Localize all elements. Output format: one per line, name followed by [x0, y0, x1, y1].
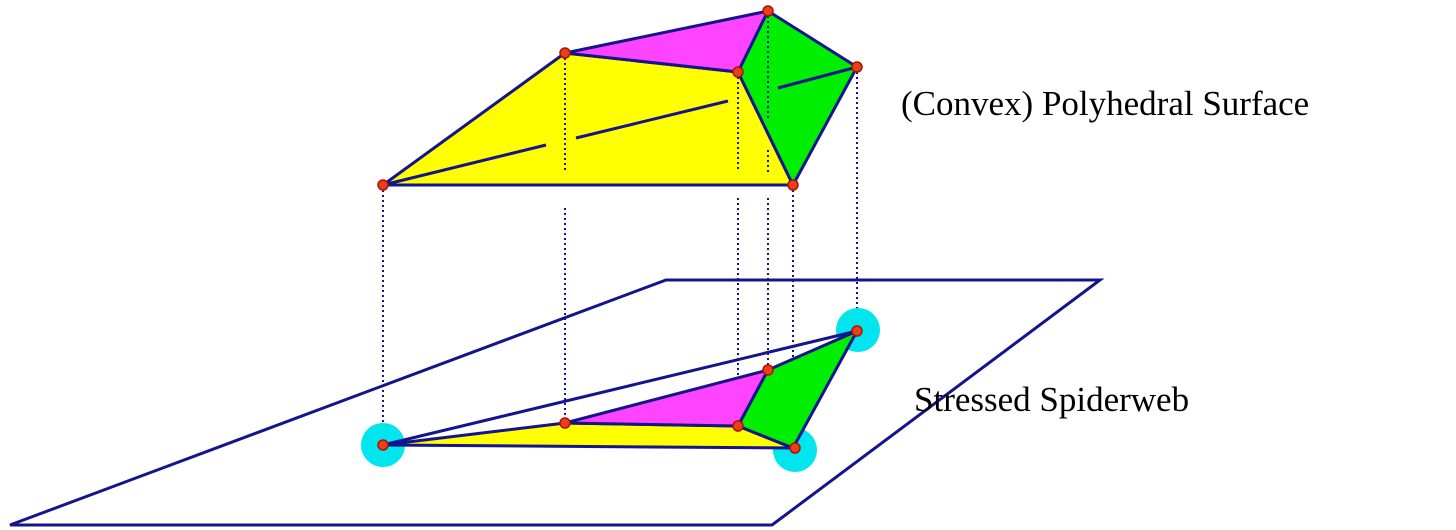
vertex	[787, 179, 799, 191]
vertex	[762, 5, 774, 17]
hidden-edge-segment	[575, 99, 729, 140]
vertex	[762, 364, 774, 376]
vertex	[789, 442, 801, 454]
face-yellow-upper	[381, 51, 795, 187]
vertex	[851, 325, 863, 337]
hidden-edge-segment	[777, 65, 858, 90]
vertex	[851, 61, 863, 73]
spiderweb-edge	[382, 329, 858, 447]
polyhedral-surface-label: (Convex) Polyhedral Surface	[901, 84, 1309, 123]
face-magenta-lower	[563, 368, 770, 428]
lower-vertices	[377, 325, 863, 454]
vertex	[377, 439, 389, 451]
hidden-edge-segment	[382, 143, 547, 187]
stressed-spiderweb	[381, 329, 859, 450]
vertex	[732, 420, 744, 432]
vertex	[732, 66, 744, 78]
polyhedral-surface	[381, 9, 859, 187]
vertex	[559, 417, 571, 429]
ground-plane	[9, 278, 1105, 527]
spiderweb-label: Stressed Spiderweb	[914, 380, 1189, 419]
vertex	[559, 47, 571, 59]
upper-vertices	[377, 5, 863, 191]
vertex	[377, 179, 389, 191]
